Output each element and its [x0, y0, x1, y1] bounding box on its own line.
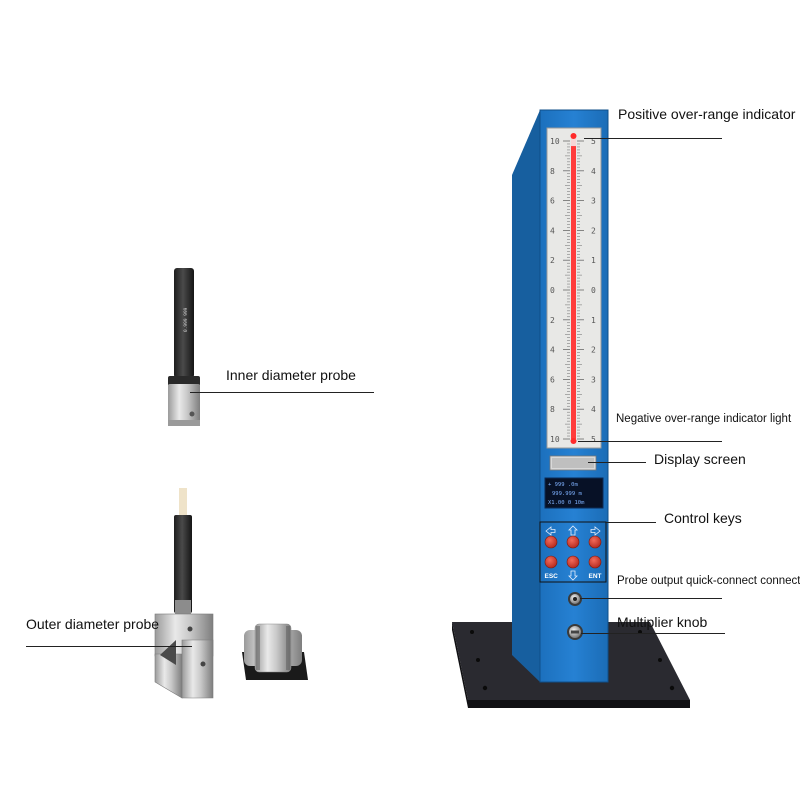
down-arrow-icon: [568, 570, 578, 581]
scale-left-label: 8: [550, 405, 555, 414]
label-positive-indicator: Positive over-range indicator: [618, 106, 796, 122]
scale-right-label: 3: [591, 375, 596, 384]
lcd-line-3: X1.00 0 10m: [548, 500, 585, 506]
left-arrow-icon: [545, 526, 556, 536]
probe-marking: 0.999 999: [183, 307, 189, 332]
probe-connector[interactable]: [568, 592, 582, 606]
negative-over-range-light: [570, 438, 577, 444]
label-control-keys: Control keys: [664, 510, 742, 526]
key-left-button[interactable]: [544, 535, 558, 549]
leader-display-screen: [588, 462, 646, 463]
scale-left-label: 4: [550, 346, 555, 355]
up-arrow-icon: [568, 525, 578, 536]
scale-left-label: 6: [550, 197, 555, 206]
scale-left-label: 6: [550, 375, 555, 384]
label-negative-indicator: Negative over-range indicator light: [616, 413, 792, 425]
scale-right-label: 2: [591, 346, 596, 355]
leader-inner-probe: [190, 392, 374, 393]
scale-left-label: 4: [550, 226, 555, 235]
cylindrical-sample: [242, 623, 308, 680]
scale-right-label: 3: [591, 197, 596, 206]
scale-right-label: 5: [591, 137, 596, 146]
key-ent-button[interactable]: [588, 555, 602, 569]
scale-left-label: 2: [550, 316, 555, 325]
right-arrow-icon: [590, 526, 601, 536]
lcd-line-1: + 999 .0m: [548, 482, 578, 488]
leader-negative-indicator: [578, 441, 722, 442]
positive-over-range-light: [570, 133, 577, 139]
scale-right-label: 1: [591, 256, 596, 265]
lcd-line-2: 999.999 m: [552, 491, 582, 497]
scale-right-label: 4: [591, 405, 596, 414]
scale-right-label: 4: [591, 167, 596, 176]
label-display-screen: Display screen: [654, 451, 746, 467]
scale-right-label: 5: [591, 435, 596, 444]
multiplier-knob[interactable]: [567, 624, 583, 640]
label-inner-probe: Inner diameter probe: [226, 367, 356, 383]
outer-diameter-probe: [154, 488, 214, 699]
display-window: [549, 455, 597, 471]
key-down-button[interactable]: [566, 555, 580, 569]
label-probe-connector: Probe output quick-connect connector: [617, 575, 800, 587]
leader-outer-probe: [26, 646, 192, 647]
scale-left-label: 0: [550, 286, 555, 295]
scale-right-label: 1: [591, 316, 596, 325]
ent-key-label: ENT: [589, 573, 602, 580]
leader-control-keys: [606, 522, 656, 523]
key-up-button[interactable]: [566, 535, 580, 549]
scale-right-label: 0: [591, 286, 596, 295]
leader-positive-indicator: [584, 138, 722, 139]
control-keypad: ESC ENT: [539, 521, 607, 583]
leader-probe-connector: [580, 598, 722, 599]
key-esc-button[interactable]: [544, 555, 558, 569]
inner-diameter-probe: 0.999 999: [168, 268, 200, 426]
label-multiplier-knob: Multiplier knob: [617, 614, 708, 630]
esc-key-label: ESC: [545, 573, 559, 580]
scale-right-label: 2: [591, 226, 596, 235]
indicator-bar-fill: [571, 146, 576, 439]
label-outer-probe: Outer diameter probe: [26, 616, 160, 632]
leader-multiplier-knob: [581, 633, 725, 634]
key-right-button[interactable]: [588, 535, 602, 549]
scale-left-label: 10: [550, 137, 560, 146]
scale-left-label: 8: [550, 167, 555, 176]
scale-left-label: 10: [550, 435, 560, 444]
lcd-screen: + 999 .0m 999.999 m X1.00 0 10m: [544, 477, 604, 509]
scale-left-label: 2: [550, 256, 555, 265]
